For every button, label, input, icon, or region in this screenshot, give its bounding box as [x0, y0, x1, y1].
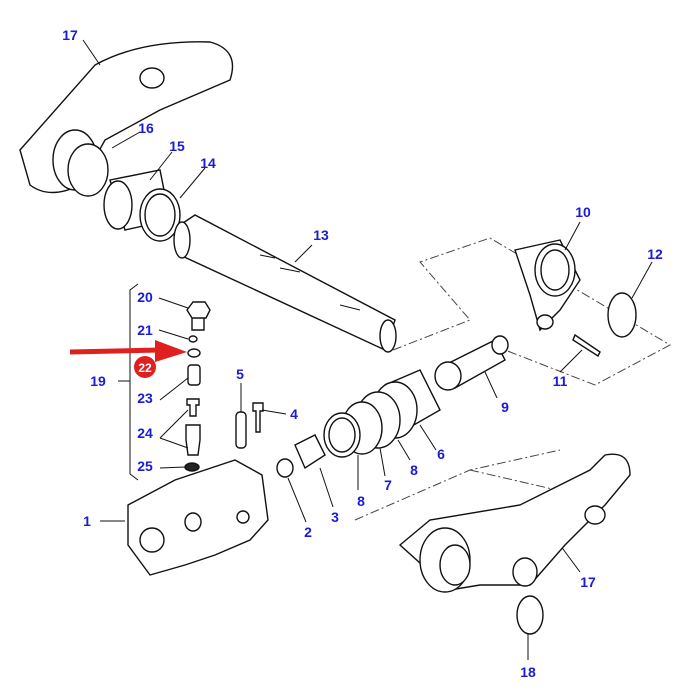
lift-arm-lower: [398, 453, 631, 593]
pin-11: [572, 333, 601, 358]
highlight-badge-22: [134, 356, 156, 378]
piston-9: [434, 335, 509, 391]
callout-20: 20: [137, 289, 153, 305]
callout-22: 22: [138, 361, 152, 375]
seal-25: [184, 462, 200, 472]
leader-lines: [82, 39, 653, 660]
callout-11: 11: [553, 373, 568, 389]
callout-24: 24: [137, 425, 153, 441]
callout-5: 5: [236, 366, 244, 382]
callout-8b: 8: [357, 493, 365, 509]
callout-14: 14: [200, 155, 216, 171]
o-ring-21: [188, 335, 198, 343]
callout-19: 19: [90, 373, 106, 389]
valve-24b: [185, 424, 201, 456]
callout-15: 15: [169, 138, 185, 154]
plug-3: [294, 434, 326, 470]
lift-arm-upper: [19, 41, 234, 197]
callout-21: 21: [137, 322, 153, 338]
callout-2: 2: [304, 524, 312, 540]
callout-4: 4: [290, 406, 298, 422]
valve-housing-1: [127, 459, 269, 576]
callout-10: 10: [575, 204, 591, 220]
bushing-15: [103, 169, 181, 242]
callout-3: 3: [331, 509, 339, 525]
callout-18: 18: [520, 664, 536, 680]
callout-25: 25: [137, 458, 153, 474]
callout-9: 9: [501, 399, 509, 415]
bolt-4: [252, 402, 264, 433]
cross-shaft-13: [173, 214, 397, 353]
callout-12: 12: [647, 246, 663, 262]
group-bracket-19: [118, 283, 139, 481]
callout-16: 16: [138, 120, 154, 136]
piston-rings: [323, 369, 441, 458]
circlip-18: [516, 595, 544, 635]
assembly-line-upper: [392, 237, 672, 386]
callout-17-top: 17: [62, 27, 78, 43]
callout-13: 13: [313, 227, 329, 243]
callout-17-bottom: 17: [580, 574, 596, 590]
o-ring-2: [276, 458, 294, 478]
lever-10: [514, 239, 581, 332]
callout-7: 7: [384, 477, 392, 493]
callout-23: 23: [137, 390, 153, 406]
circlip-12: [607, 292, 637, 338]
spring-23: [187, 364, 201, 386]
callout-1: 1: [83, 513, 91, 529]
valve-24a: [186, 398, 200, 417]
callout-6: 6: [437, 446, 445, 462]
dowel-5: [235, 411, 247, 449]
callout-8a: 8: [410, 462, 418, 478]
assembly-line-lower: [354, 449, 601, 521]
o-ring-22: [187, 348, 201, 358]
highlight-arrow: [69, 340, 187, 362]
plug-20: [186, 301, 211, 331]
